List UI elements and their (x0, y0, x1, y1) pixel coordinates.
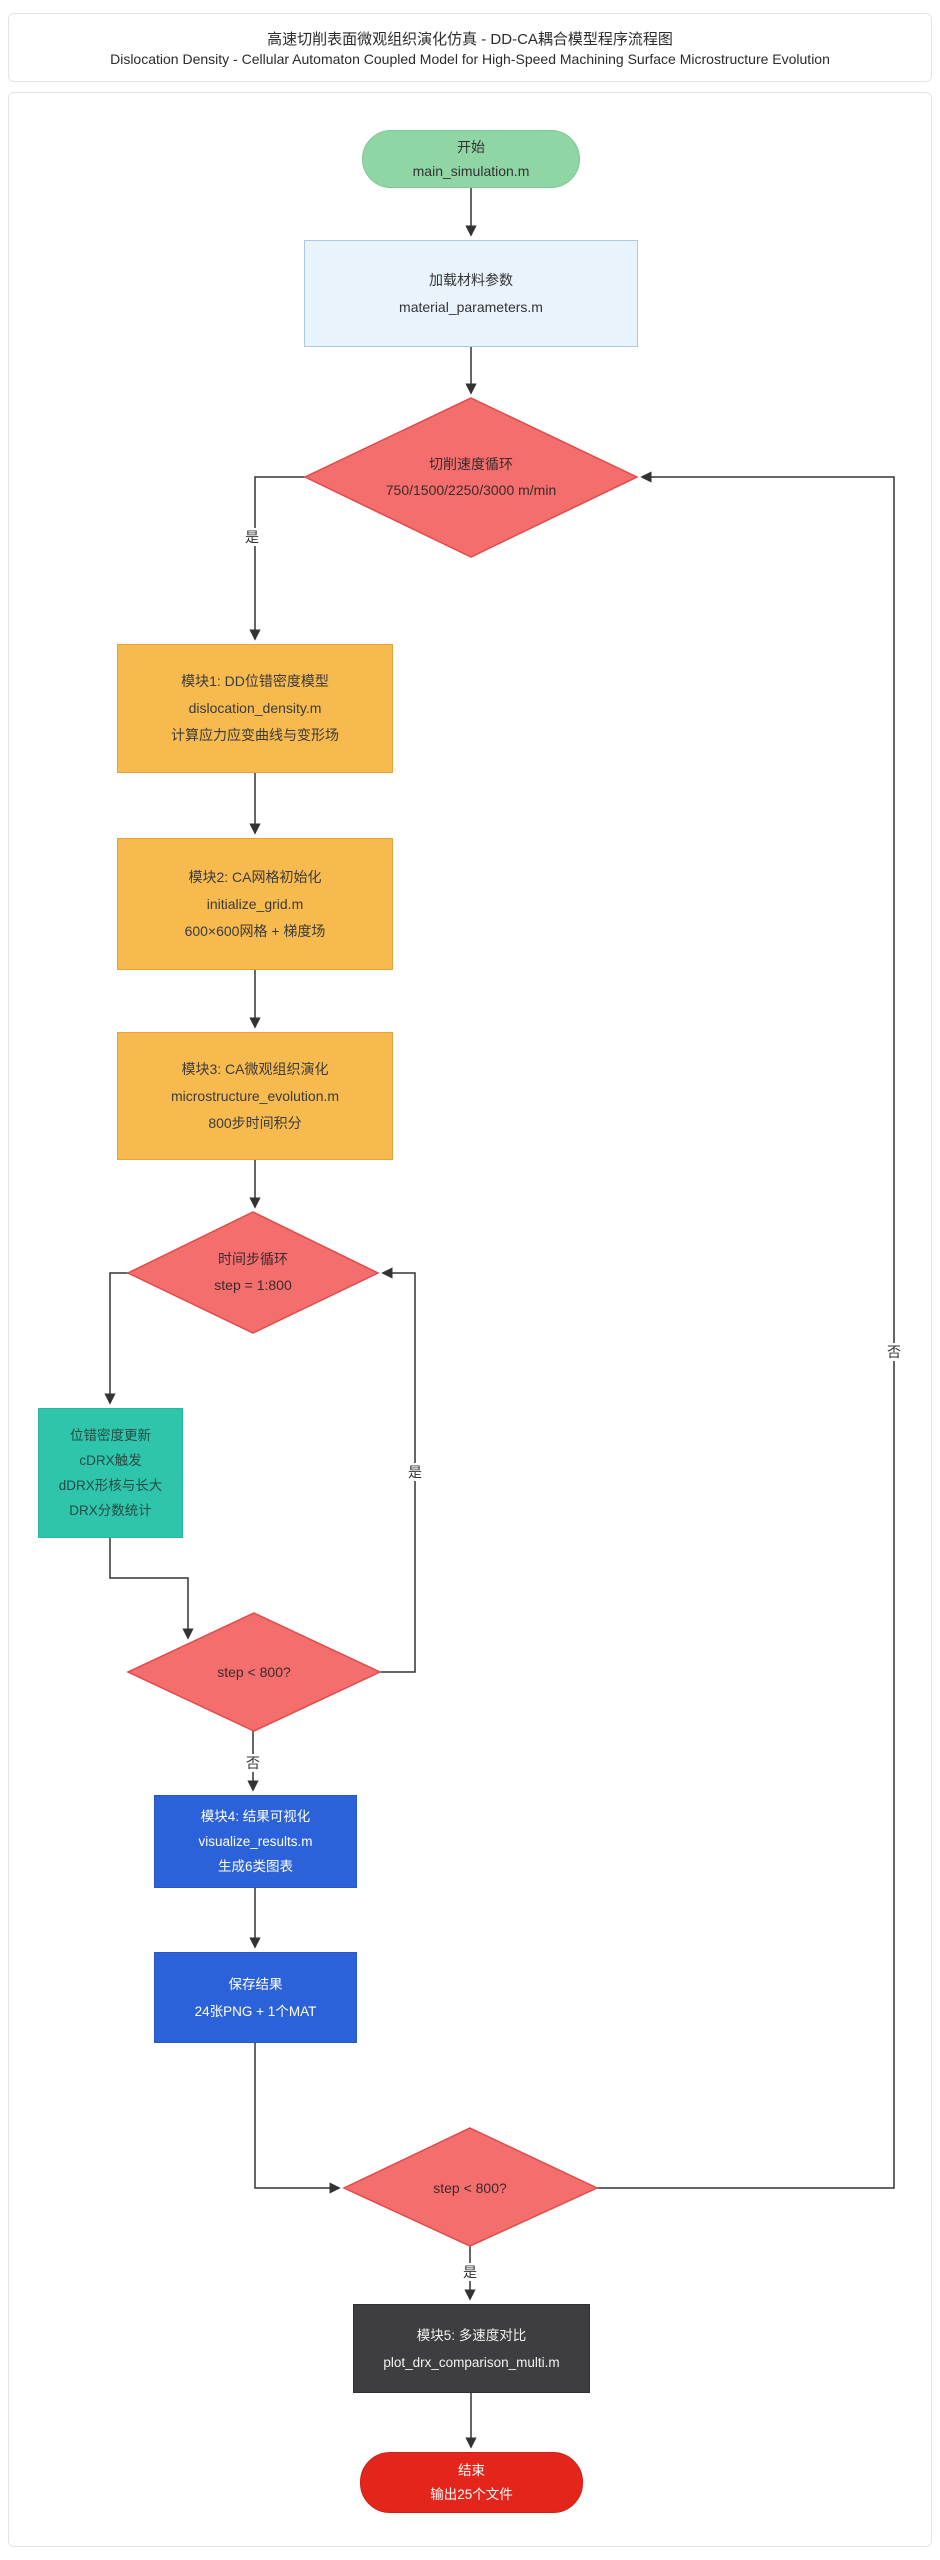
edge-speedloop-module1 (249, 476, 305, 641)
node-drx-update-line3: dDRX形核与长大 (58, 1478, 163, 1493)
node-module3-desc: 800步时间积分 (208, 1114, 302, 1131)
page-title: 高速切削表面微观组织演化仿真 - DD-CA耦合模型程序流程图 (267, 31, 673, 48)
step-check2-label: step < 800? (433, 2180, 507, 2196)
node-module5-script: plot_drx_comparison_multi.m (383, 2354, 560, 2370)
node-end-label: 结束 (458, 2462, 485, 2478)
edge-label-check2-no: 否 (884, 1343, 904, 1361)
node-module2-desc: 600×600网格 + 梯度场 (184, 922, 326, 939)
node-start: 开始 main_simulation.m (362, 130, 580, 188)
node-module1-script: dislocation_density.m (188, 700, 322, 716)
node-module4-desc: 生成6类图表 (217, 1859, 293, 1874)
speed-loop-label-line2: 750/1500/2250/3000 m/min (385, 482, 557, 498)
node-module3-script: microstructure_evolution.m (170, 1087, 340, 1104)
node-module4: 模块4: 结果可视化 visualize_results.m 生成6类图表 (154, 1795, 357, 1888)
node-module3-title: 模块3: CA微观组织演化 (181, 1060, 329, 1077)
edge-label-speed-yes: 是 (242, 528, 262, 546)
node-end: 结束 输出25个文件 (360, 2452, 583, 2513)
node-module1-desc: 计算应力应变曲线与变形场 (171, 727, 339, 743)
edge-label-loopback-yes: 是 (405, 1463, 425, 1481)
timestep-loop-label-line1: 时间步循环 (217, 1251, 288, 1267)
node-drx-update-line1: 位错密度更新 (70, 1428, 151, 1443)
node-module2: 模块2: CA网格初始化 initialize_grid.m 600×600网格… (117, 838, 393, 970)
node-module2-title: 模块2: CA网格初始化 (188, 868, 322, 885)
timestep-loop-label-line2: step = 1:800 (214, 1277, 292, 1293)
node-module5-title: 模块5: 多速度对比 (416, 2327, 527, 2343)
node-load-params-script: material_parameters.m (399, 298, 543, 315)
timestep-loop-diamond (126, 1211, 380, 1334)
step-check1-label: step < 800? (217, 1664, 291, 1680)
node-module1: 模块1: DD位错密度模型 dislocation_density.m 计算应力… (117, 644, 393, 773)
node-start-script: main_simulation.m (412, 163, 530, 179)
edge-save-check2 (254, 2043, 341, 2194)
speed-loop-diamond (303, 397, 639, 558)
node-save-results-desc: 24张PNG + 1个MAT (194, 2003, 317, 2019)
timestep-loop-label: 时间步循环 step = 1:800 (214, 1246, 291, 1298)
node-end-desc: 输出25个文件 (430, 2486, 513, 2502)
edge-label-check1-no: 否 (243, 1754, 263, 1772)
node-save-results: 保存结果 24张PNG + 1个MAT (154, 1952, 357, 2043)
node-module2-script: initialize_grid.m (206, 895, 304, 912)
node-module4-title: 模块4: 结果可视化 (200, 1809, 311, 1824)
node-save-results-label: 保存结果 (228, 1976, 283, 1992)
node-drx-update-line4: DRX分数统计 (69, 1503, 152, 1518)
node-load-params-label: 加载材料参数 (429, 271, 513, 288)
node-module3: 模块3: CA微观组织演化 microstructure_evolution.m… (117, 1032, 393, 1160)
speed-loop-label-line1: 切削速度循环 (429, 456, 513, 472)
node-module5: 模块5: 多速度对比 plot_drx_comparison_multi.m (353, 2304, 590, 2393)
node-module4-script: visualize_results.m (198, 1834, 313, 1849)
page-subtitle: Dislocation Density - Cellular Automaton… (110, 51, 830, 67)
node-drx-update: 位错密度更新 cDRX触发 dDRX形核与长大 DRX分数统计 (38, 1408, 183, 1538)
node-load-params: 加载材料参数 material_parameters.m (304, 240, 638, 347)
node-start-label: 开始 (457, 139, 485, 155)
node-module1-title: 模块1: DD位错密度模型 (181, 673, 329, 689)
node-drx-update-line2: cDRX触发 (79, 1453, 142, 1468)
edge-check2-speedloop-return (597, 471, 895, 2189)
step-check1-diamond (126, 1612, 382, 1732)
title-card: 高速切削表面微观组织演化仿真 - DD-CA耦合模型程序流程图 Dislocat… (8, 13, 932, 82)
edge-label-check2-yes: 是 (460, 2263, 480, 2281)
edge-timestep-drxupdate (104, 1272, 128, 1405)
speed-loop-label: 切削速度循环 750/1500/2250/3000 m/min (386, 451, 556, 503)
edge-drxupdate-check1 (109, 1538, 194, 1640)
step-check2-diamond (342, 2127, 599, 2247)
